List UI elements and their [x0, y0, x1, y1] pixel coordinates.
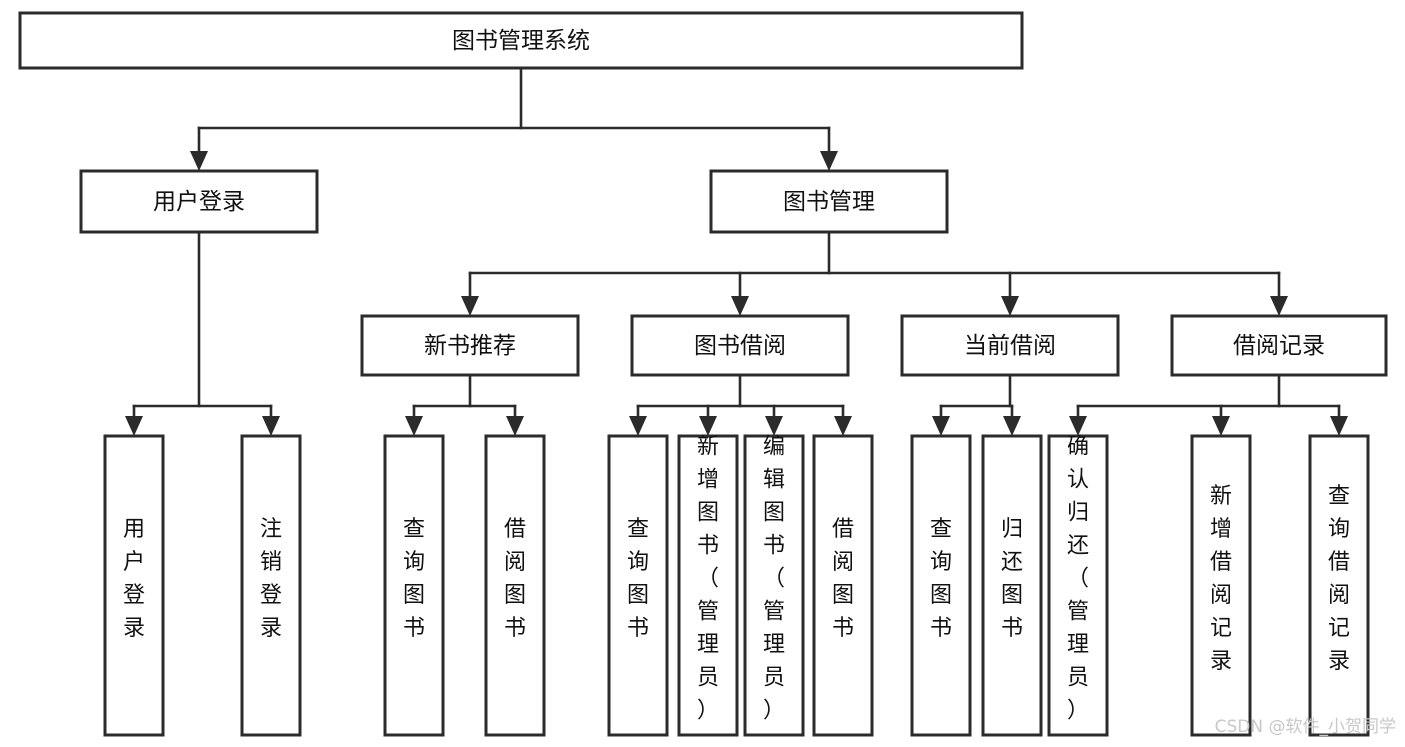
node-leaf-leaf-borrow-book-recommend[interactable]: 借阅图书 — [484, 434, 546, 737]
node-rect — [1170, 314, 1388, 377]
node-level3-borrow-record[interactable]: 借阅记录 — [1170, 314, 1388, 377]
node-leaf-leaf-query-book-recommend[interactable]: 查询图书 — [383, 434, 445, 737]
node-level3-current-borrow[interactable]: 当前借阅 — [900, 314, 1120, 377]
node-rect — [630, 314, 850, 377]
node-label: 查询图书 — [403, 517, 425, 641]
node-leaf-leaf-edit-book-admin[interactable]: 编辑图书（管理员） — [743, 434, 805, 737]
node-label: 归还图书 — [1001, 517, 1023, 641]
node-leaf-leaf-return-book[interactable]: 归还图书 — [981, 434, 1043, 737]
node-label: 图书借阅 — [694, 333, 786, 359]
node-rect — [18, 11, 1024, 70]
arrow-head-icon — [699, 416, 717, 436]
arrow-head-icon — [1270, 296, 1288, 316]
node-leaf-leaf-borrow-book[interactable]: 借阅图书 — [812, 434, 874, 737]
arrow-head-icon — [629, 416, 647, 436]
arrow-head-icon — [262, 416, 280, 436]
node-rect — [1047, 434, 1109, 737]
node-label: 借阅图书 — [832, 517, 854, 641]
node-label: 借阅图书 — [504, 517, 526, 641]
node-rect — [484, 434, 546, 737]
node-level3-new-book-recommend[interactable]: 新书推荐 — [360, 314, 580, 377]
arrow-head-icon — [820, 151, 838, 171]
arrow-head-icon — [834, 416, 852, 436]
node-level2-book-manage[interactable]: 图书管理 — [709, 169, 949, 234]
node-label: 新增借阅记录 — [1210, 484, 1232, 674]
node-rect — [981, 434, 1043, 737]
node-label: 编辑图书（管理员） — [763, 435, 785, 724]
node-rect — [1308, 434, 1370, 737]
node-leaf-leaf-confirm-return-admin[interactable]: 确认归还（管理员） — [1047, 434, 1109, 737]
node-leaf-leaf-add-borrow-record[interactable]: 新增借阅记录 — [1190, 434, 1252, 737]
node-label: 当前借阅 — [964, 333, 1056, 359]
nodes-layer: 图书管理系统用户登录图书管理新书推荐图书借阅当前借阅借阅记录用户登录注销登录查询… — [18, 11, 1388, 737]
node-rect — [900, 314, 1120, 377]
node-label: 用户登录 — [153, 189, 245, 215]
node-rect — [240, 434, 302, 737]
node-leaf-leaf-logout-login[interactable]: 注销登录 — [240, 434, 302, 737]
node-rect — [677, 434, 739, 737]
node-root-root[interactable]: 图书管理系统 — [18, 11, 1024, 70]
arrow-head-icon — [765, 416, 783, 436]
node-label: 查询图书 — [627, 517, 649, 641]
node-level3-book-borrow[interactable]: 图书借阅 — [630, 314, 850, 377]
arrow-head-icon — [1003, 416, 1021, 436]
node-rect — [383, 434, 445, 737]
arrow-head-icon — [1212, 416, 1230, 436]
node-rect — [607, 434, 669, 737]
node-rect — [709, 169, 949, 234]
node-label: 新书推荐 — [424, 333, 516, 359]
arrow-head-icon — [405, 416, 423, 436]
node-label: 注销登录 — [260, 517, 282, 641]
node-rect — [1190, 434, 1252, 737]
arrow-head-icon — [125, 416, 143, 436]
arrow-head-icon — [932, 416, 950, 436]
node-rect — [360, 314, 580, 377]
node-leaf-leaf-query-borrow-record[interactable]: 查询借阅记录 — [1308, 434, 1370, 737]
arrow-head-icon — [461, 296, 479, 316]
arrow-head-icon — [1001, 296, 1019, 316]
node-label: 查询借阅记录 — [1328, 484, 1350, 674]
node-label: 图书管理 — [783, 189, 875, 215]
node-rect — [812, 434, 874, 737]
node-rect — [103, 434, 165, 737]
node-rect — [79, 169, 319, 234]
node-rect — [910, 434, 972, 737]
connectors-layer — [125, 66, 1348, 436]
node-leaf-leaf-user-login[interactable]: 用户登录 — [103, 434, 165, 737]
node-label: 查询图书 — [930, 517, 952, 641]
csdn-watermark: CSDN @软件_小贺同学 — [1215, 717, 1396, 737]
node-label: 借阅记录 — [1233, 333, 1325, 359]
node-label: 新增图书（管理员） — [697, 435, 719, 724]
arrow-head-icon — [506, 416, 524, 436]
arrow-head-icon — [1330, 416, 1348, 436]
node-label: 图书管理系统 — [452, 28, 590, 54]
node-rect — [743, 434, 805, 737]
node-label: 确认归还（管理员） — [1067, 435, 1089, 724]
arrow-head-icon — [190, 151, 208, 171]
node-leaf-leaf-query-book-borrow[interactable]: 查询图书 — [607, 434, 669, 737]
node-level2-user-login[interactable]: 用户登录 — [79, 169, 319, 234]
node-leaf-leaf-query-book-current[interactable]: 查询图书 — [910, 434, 972, 737]
arrow-head-icon — [1069, 416, 1087, 436]
node-label: 用户登录 — [123, 517, 145, 641]
node-leaf-leaf-add-book-admin[interactable]: 新增图书（管理员） — [677, 434, 739, 737]
arrow-head-icon — [731, 296, 749, 316]
